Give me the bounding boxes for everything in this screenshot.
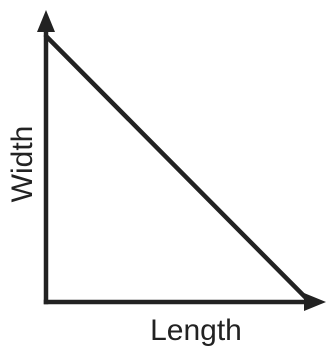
series-line-0 (43, 33, 313, 305)
y-axis-arrow (37, 10, 55, 32)
x-axis-label: Length (150, 314, 242, 347)
y-axis-label: Width (6, 126, 39, 203)
x-axis-arrow (304, 293, 326, 311)
series-group (43, 33, 313, 305)
